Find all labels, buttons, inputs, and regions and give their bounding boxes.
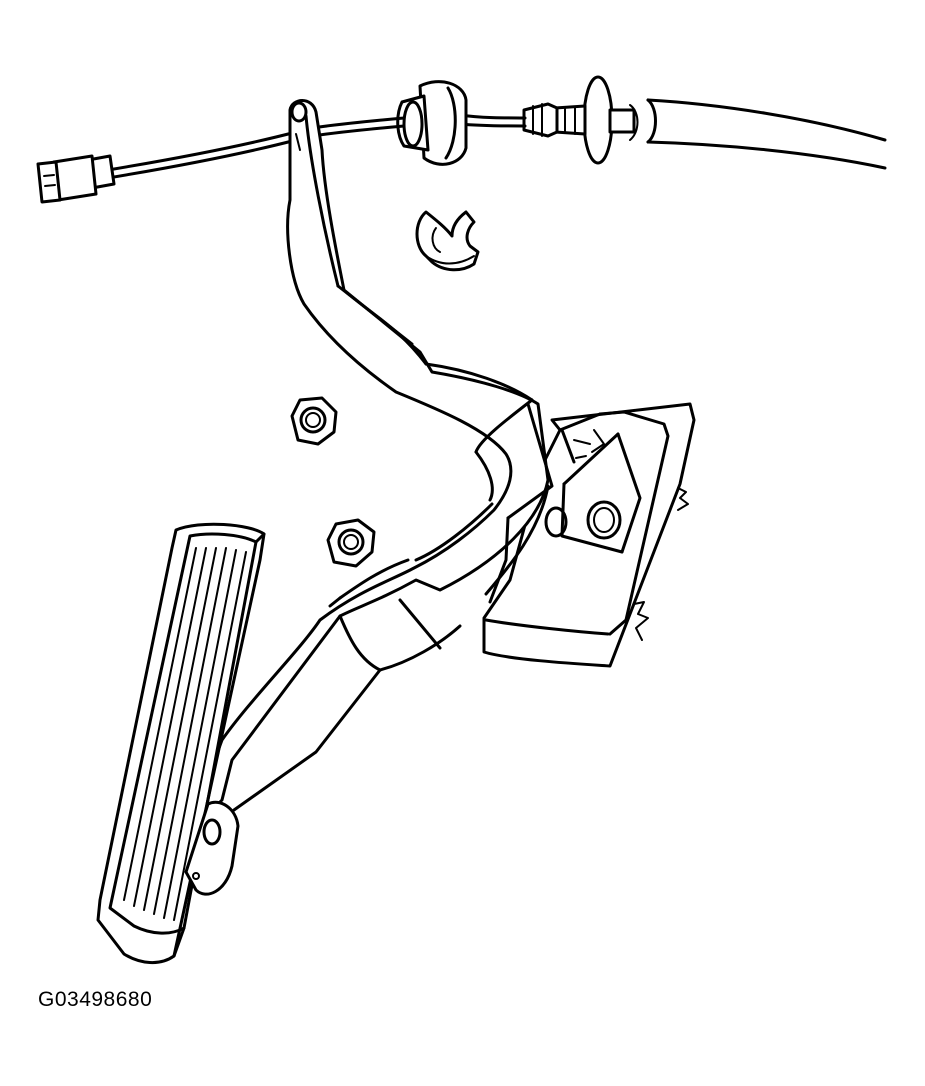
retaining-clip bbox=[415, 210, 480, 272]
cable-housing bbox=[629, 98, 887, 170]
mounting-nut-upper bbox=[290, 396, 338, 446]
inner-cable-wire bbox=[458, 113, 527, 128]
pedal-pad-boss bbox=[184, 800, 240, 896]
figure-id-label: G03498680 bbox=[38, 988, 153, 1011]
mounting-nut-lower bbox=[326, 518, 376, 568]
pedal-arm bbox=[198, 99, 554, 814]
pedal-bracket bbox=[482, 402, 696, 668]
dash-grommet bbox=[396, 80, 468, 166]
pedal-pad bbox=[96, 522, 266, 964]
cable-end-fitting bbox=[522, 75, 636, 165]
cable-to-pedal-wire bbox=[310, 116, 406, 138]
cable-to-connector-wire bbox=[106, 130, 298, 180]
cable-end-connector bbox=[36, 154, 116, 204]
